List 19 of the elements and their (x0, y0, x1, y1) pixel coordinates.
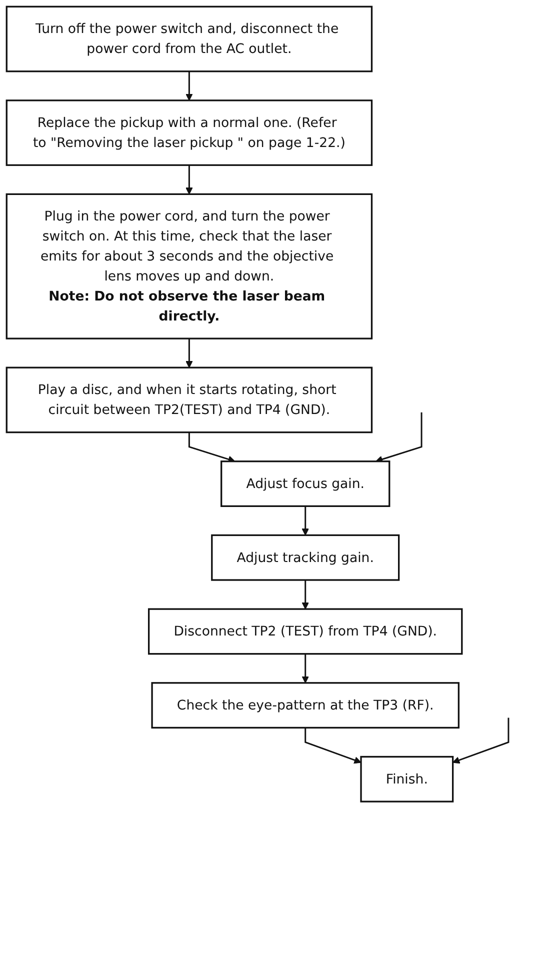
node-box: Finish. (360, 756, 454, 802)
node-box: Check the eye-pattern at the TP3 (RF). (151, 682, 460, 729)
arrow (302, 654, 309, 684)
arrow (302, 580, 309, 610)
arrow (302, 506, 309, 536)
node-box: Adjust focus gain. (220, 460, 390, 507)
arrow (376, 412, 422, 463)
arrow (188, 432, 236, 463)
arrow (452, 718, 510, 764)
node-box: Replace the pickup with a normal one. (Refer to "Removing the laser pickup " on page 1-22.) (6, 100, 373, 166)
node-box: Play a disc, and when it starts rotating, short circuit between TP2(TEST) and TP4 (GND). (6, 366, 373, 434)
arrow (186, 165, 193, 194)
arrow (304, 728, 362, 764)
node-box: Adjust tracking gain. (211, 534, 400, 581)
arrow (186, 338, 193, 368)
node-box: Plug in the power cord, and turn the power switch on. At this time, check that the laser emits for about 3 seconds and the objective lens moves up and down. Note: Do not observe the laser beam directly. (6, 193, 373, 340)
arrow (186, 71, 193, 101)
node-box: Turn off the power switch and, disconnect the power cord from the AC outlet. (6, 6, 373, 72)
node-box: Disconnect TP2 (TEST) from TP4 (GND). (148, 608, 463, 655)
